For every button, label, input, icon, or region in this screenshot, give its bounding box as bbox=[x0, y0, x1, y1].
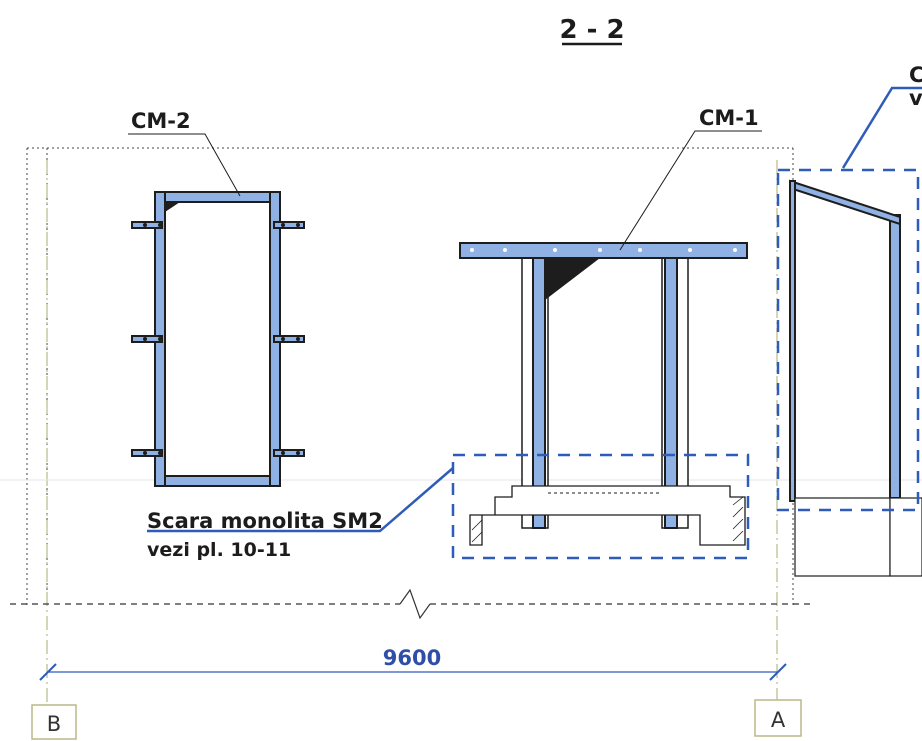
frame-cm2 bbox=[131, 191, 305, 487]
axis-label-b: B bbox=[47, 712, 61, 736]
section-title: 2 - 2 bbox=[559, 15, 624, 45]
cut-line bbox=[10, 588, 815, 620]
label-sm2-line1: Scara monolita SM2 bbox=[147, 509, 383, 533]
label-right-line2: v bbox=[909, 86, 922, 110]
axis-marker-b: B bbox=[31, 704, 77, 740]
callout-box-sm2 bbox=[451, 453, 750, 560]
leader-right bbox=[841, 86, 922, 169]
leader-cm1 bbox=[619, 130, 762, 251]
axis-marker-a: A bbox=[754, 699, 802, 737]
callout-box-right bbox=[776, 168, 920, 512]
dimension-value: 9600 bbox=[383, 646, 441, 670]
frame-cm1 bbox=[459, 242, 748, 546]
frame-right-partial bbox=[789, 179, 922, 577]
dimension-line bbox=[39, 663, 787, 681]
label-sm2-line2: vezi pl. 10-11 bbox=[147, 539, 291, 561]
label-cm1: CM-1 bbox=[699, 106, 759, 130]
axis-label-a: A bbox=[771, 708, 786, 732]
leader-sm2 bbox=[147, 467, 454, 533]
label-right-line1: C bbox=[909, 63, 922, 87]
label-cm2: CM-2 bbox=[131, 109, 191, 133]
leader-cm2 bbox=[128, 133, 241, 197]
